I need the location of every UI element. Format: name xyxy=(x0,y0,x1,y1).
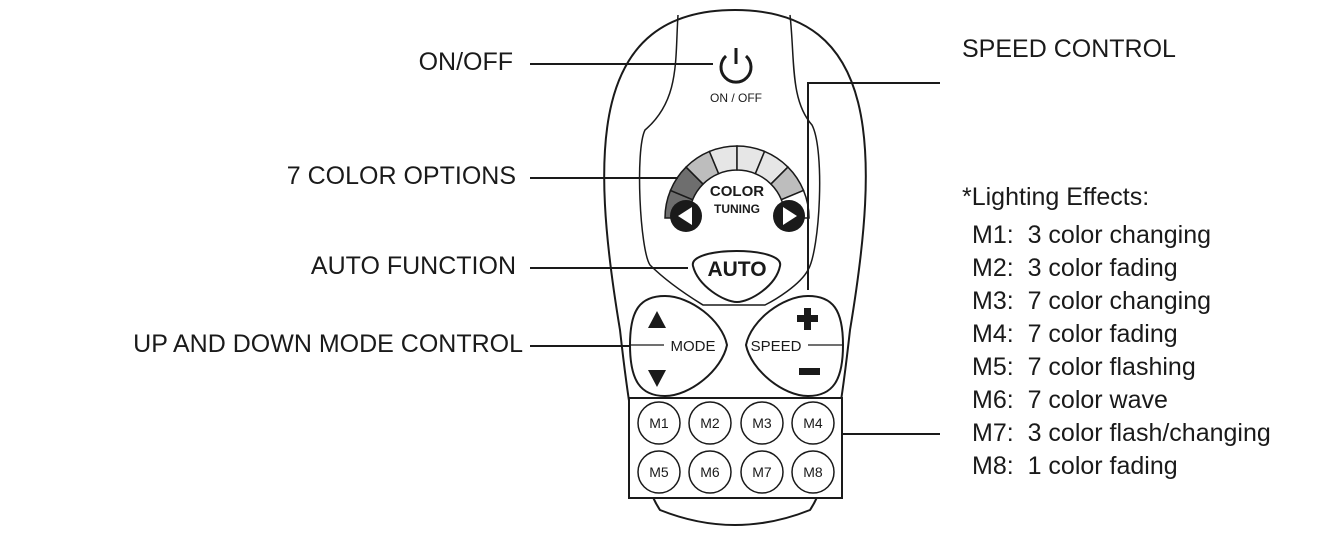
lighting-effect-item: M3: 7 color changing xyxy=(972,287,1212,315)
lighting-effects-title: *Lighting Effects: xyxy=(962,183,1150,211)
lighting-effect-item: M7: 3 color flash/changing xyxy=(972,419,1271,447)
mode-button-label: M1 xyxy=(649,415,669,431)
lighting-effect-item: M8: 1 color fading xyxy=(972,452,1178,480)
mode-button-label: M7 xyxy=(752,464,772,480)
power-label: ON / OFF xyxy=(710,91,762,105)
on-off-callout: ON/OFF xyxy=(418,48,513,76)
color-tuning-label-1: COLOR xyxy=(710,183,764,200)
power-icon[interactable] xyxy=(719,48,753,84)
mode-button-m7[interactable]: M7 xyxy=(740,450,784,494)
auto-function-callout: AUTO FUNCTION xyxy=(310,252,516,280)
auto-label: AUTO xyxy=(707,258,766,281)
mode-button-m4[interactable]: M4 xyxy=(791,401,835,445)
speed-up-icon[interactable] xyxy=(797,308,818,330)
lighting-effect-item: M6: 7 color wave xyxy=(972,386,1168,414)
speed-control-callout: SPEED CONTROL xyxy=(962,35,1176,63)
mode-button-m2[interactable]: M2 xyxy=(688,401,732,445)
auto-button[interactable] xyxy=(691,250,782,304)
mode-button-label: M3 xyxy=(752,415,772,431)
speed-down-icon[interactable] xyxy=(799,368,820,375)
lighting-effect-item: M4: 7 color fading xyxy=(972,320,1178,348)
mode-button-label: M8 xyxy=(803,464,823,480)
mode-button-label: M5 xyxy=(649,464,669,480)
mode-button-label: M6 xyxy=(700,464,720,480)
mode-button-m3[interactable]: M3 xyxy=(740,401,784,445)
mode-button-m8[interactable]: M8 xyxy=(791,450,835,494)
mode-button-m6[interactable]: M6 xyxy=(688,450,732,494)
color-next-button[interactable] xyxy=(773,200,805,232)
color-prev-button[interactable] xyxy=(670,200,702,232)
lighting-effect-item: M2: 3 color fading xyxy=(972,254,1178,282)
color-options-callout: 7 COLOR OPTIONS xyxy=(286,162,516,190)
mode-button-m5[interactable]: M5 xyxy=(637,450,681,494)
color-tuning-label-2: TUNING xyxy=(714,202,760,216)
mode-button-m1[interactable]: M1 xyxy=(637,401,681,445)
mode-button-label: M2 xyxy=(700,415,720,431)
mode-up-icon[interactable] xyxy=(648,311,666,328)
mode-label: MODE xyxy=(671,338,716,355)
mode-down-icon[interactable] xyxy=(648,370,666,387)
lighting-effect-item: M1: 3 color changing xyxy=(972,221,1212,249)
callout-line-speed xyxy=(807,82,940,290)
mode-control-callout: UP AND DOWN MODE CONTROL xyxy=(133,330,523,358)
remote-inner-panel xyxy=(638,14,821,306)
speed-label: SPEED xyxy=(751,338,802,355)
lighting-effect-item: M5: 7 color flashing xyxy=(972,353,1196,381)
mode-button-label: M4 xyxy=(803,415,823,431)
